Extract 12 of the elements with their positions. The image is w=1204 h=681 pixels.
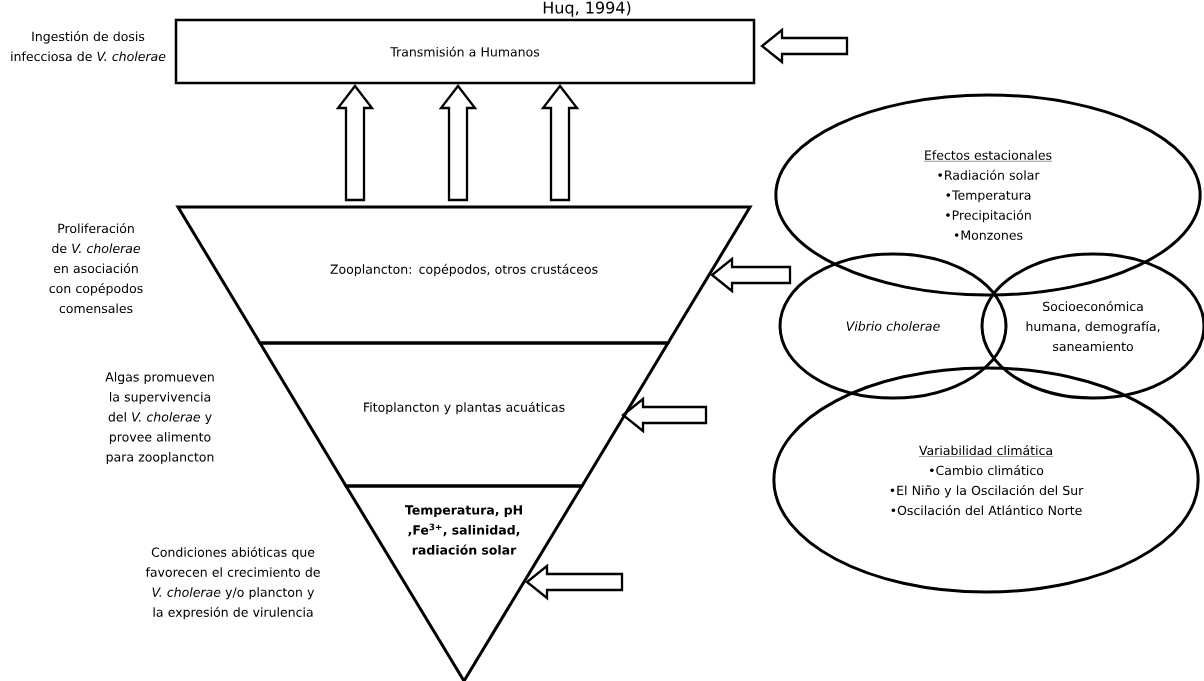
block-arrow (760, 27, 849, 65)
block-arrow (621, 396, 708, 434)
block-arrow (710, 256, 792, 294)
side-note: Algas promueven la supervivencia del V. cholerae y provee alimento para zooplancton (105, 371, 214, 465)
process-box: Transmisión a Humanos (174, 18, 756, 85)
block-arrow (335, 84, 375, 202)
side-note: Ingestión de dosis infecciosa de V. cholerae (11, 30, 166, 62)
block-arrow (525, 563, 624, 601)
block-arrow (540, 84, 580, 202)
side-note: Proliferación de V. cholerae en asociación con copépodos comensales (49, 222, 143, 314)
block-arrow (438, 84, 478, 202)
side-note: Condiciones abióticas que favorecen el crecimiento de V. cholerae y/o plancton y la expresión de virulencia (145, 546, 320, 620)
